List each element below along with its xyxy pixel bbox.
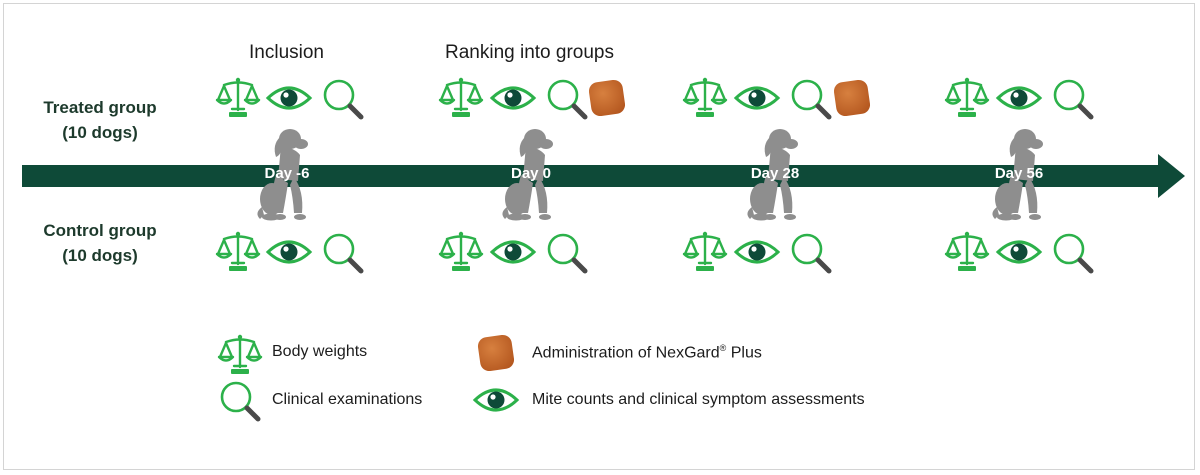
timeline-arrow <box>22 154 1185 198</box>
day-label-56: Day 56 <box>994 165 1044 182</box>
legend-body-weights: Body weights <box>272 343 368 360</box>
magnifier-icon <box>791 79 832 120</box>
dog-icon <box>992 129 1043 221</box>
day-label-28: Day 28 <box>750 165 800 182</box>
dog-icon <box>502 129 553 221</box>
legend-tablet-icon <box>477 334 515 372</box>
phase-ranking: Ranking into groups <box>445 42 614 63</box>
scale-icon <box>215 77 261 117</box>
figure-frame <box>3 3 1195 470</box>
magnifier-icon <box>791 233 832 274</box>
control-group-label: Control group (10 dogs) <box>5 218 195 268</box>
day-label-0: Day 0 <box>510 165 552 182</box>
magnifier-icon <box>1053 79 1094 120</box>
legend-administration-suffix: Plus <box>726 344 762 362</box>
magnifier-icon <box>1053 233 1094 274</box>
tablet-icon <box>588 79 626 117</box>
eye-icon <box>489 240 537 264</box>
eye-icon <box>265 240 313 264</box>
magnifier-icon <box>547 233 588 274</box>
legend-magnifier-icon <box>220 381 261 422</box>
eye-icon <box>733 240 781 264</box>
magnifier-icon <box>547 79 588 120</box>
day-label-minus-6: Day -6 <box>264 165 310 182</box>
legend-scale-icon <box>217 334 263 374</box>
eye-icon <box>995 86 1043 110</box>
phase-inclusion: Inclusion <box>249 42 324 63</box>
scale-icon <box>944 77 990 117</box>
tablet-icon <box>833 79 871 117</box>
legend-mite-counts: Mite counts and clinical symptom assessm… <box>532 391 865 408</box>
treated-group-name: Treated group <box>43 98 157 117</box>
treated-group-label: Treated group (10 dogs) <box>5 95 195 145</box>
eye-icon <box>733 86 781 110</box>
scale-icon <box>438 77 484 117</box>
scale-icon <box>682 231 728 271</box>
eye-icon <box>265 86 313 110</box>
magnifier-icon <box>323 233 364 274</box>
eye-icon <box>995 240 1043 264</box>
legend-administration-prefix: Administration of NexGard <box>532 344 720 362</box>
eye-icon <box>489 86 537 110</box>
control-group-name: Control group <box>43 221 157 240</box>
treated-group-count: (10 dogs) <box>62 123 138 142</box>
magnifier-icon <box>323 79 364 120</box>
legend-eye-icon <box>472 388 520 412</box>
dog-icon <box>257 129 308 221</box>
scale-icon <box>438 231 484 271</box>
control-group-count: (10 dogs) <box>62 246 138 265</box>
scale-icon <box>682 77 728 117</box>
legend-clinical-examinations: Clinical examinations <box>272 391 423 408</box>
scale-icon <box>944 231 990 271</box>
legend-administration: Administration of NexGard® Plus <box>532 343 762 362</box>
legend-registered-mark: ® <box>719 343 727 353</box>
scale-icon <box>215 231 261 271</box>
dog-icon <box>747 129 798 221</box>
